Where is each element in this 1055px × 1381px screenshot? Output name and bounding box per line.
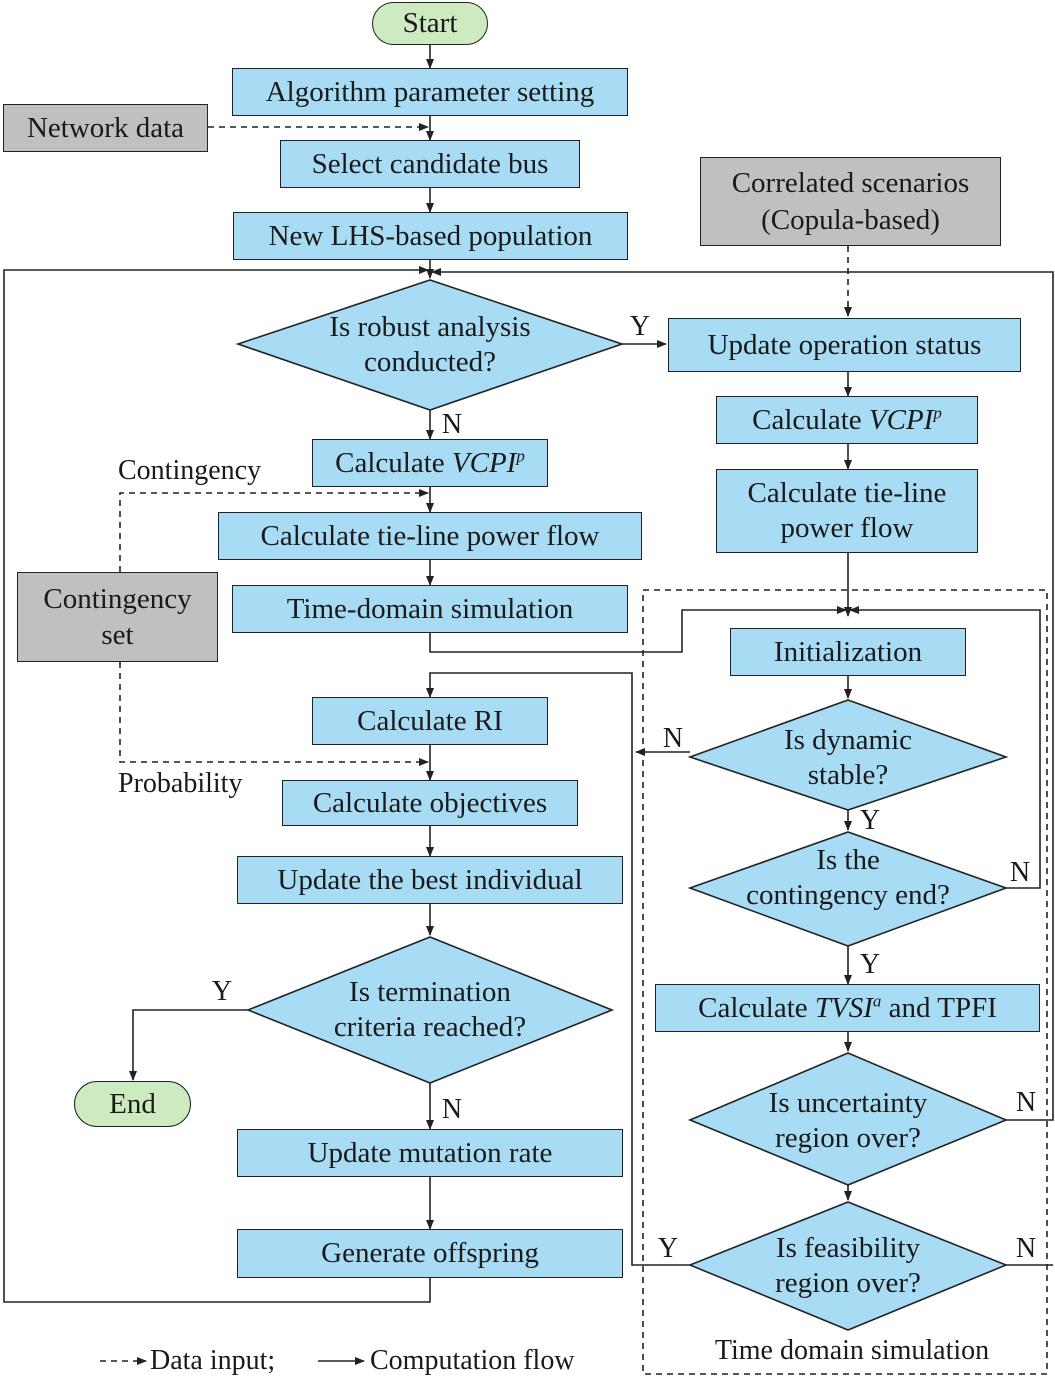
feasibility-yes-label: Y [657,1233,679,1264]
contingency-end-decision: Is the contingency end? [746,843,950,911]
calculate-objectives-box: Calculate objectives [282,780,578,826]
time-domain-simulation-box: Time-domain simulation [232,585,628,633]
update-best-individual-box: Update the best individual [237,856,623,904]
time-domain-region-label: Time domain simulation [714,1335,990,1366]
contingency-set-box: Contingency set [17,572,218,662]
probability-label: Probability [118,768,243,799]
termination-no-label: N [441,1094,463,1125]
robust-no-label: N [441,409,463,440]
correlated-scenarios-box: Correlated scenarios (Copula-based) [700,157,1001,246]
feasibility-region-decision: Is feasibility region over? [775,1231,921,1299]
uncertainty-region-decision: Is uncertainty region over? [768,1086,928,1154]
update-operation-status-box: Update operation status [668,318,1021,372]
lhs-population-box: New LHS-based population [233,212,628,260]
calculate-vcpi-right-box: Calculate VCPIp [716,396,978,444]
dynamic-stable-decision: Is dynamic stable? [783,723,913,791]
feasibility-diamond-shape [687,1201,1009,1331]
dynamic-no-label: N [662,723,684,754]
tie-line-power-flow-left-box: Calculate tie-line power flow [218,512,642,560]
legend-data-input: Data input; [150,1345,276,1376]
calculate-tvsi-tpfi-box: Calculate TVSIa and TPFI [655,984,1040,1032]
robust-yes-label: Y [629,311,651,342]
time-domain-region [642,589,1048,1375]
termination-criteria-decision: Is termination criteria reached? [333,975,527,1043]
initialization-box: Initialization [730,628,966,676]
calculate-ri-box: Calculate RI [312,697,548,745]
tie-line-power-flow-right-box: Calculate tie-line power flow [716,469,978,553]
legend-computation-flow: Computation flow [370,1345,575,1376]
uncertainty-no-label: N [1015,1087,1037,1118]
termination-yes-label: Y [211,976,233,1007]
end-terminal: End [74,1081,191,1127]
select-candidate-bus-box: Select candidate bus [280,140,580,188]
feasibility-no-label: N [1015,1233,1037,1264]
start-terminal: Start [372,2,488,45]
calculate-vcpi-left-box: Calculate VCPIp [312,439,548,487]
contingency-end-no-label: N [1009,857,1031,888]
dynamic-yes-label: Y [859,805,881,836]
robust-analysis-decision: Is robust analysis conducted? [329,310,531,378]
contingency-end-yes-label: Y [859,949,881,980]
generate-offspring-box: Generate offspring [237,1229,623,1278]
update-mutation-rate-box: Update mutation rate [237,1129,623,1177]
algorithm-parameter-setting-box: Algorithm parameter setting [232,68,628,116]
network-data-box: Network data [3,104,208,152]
contingency-label: Contingency [118,455,262,486]
